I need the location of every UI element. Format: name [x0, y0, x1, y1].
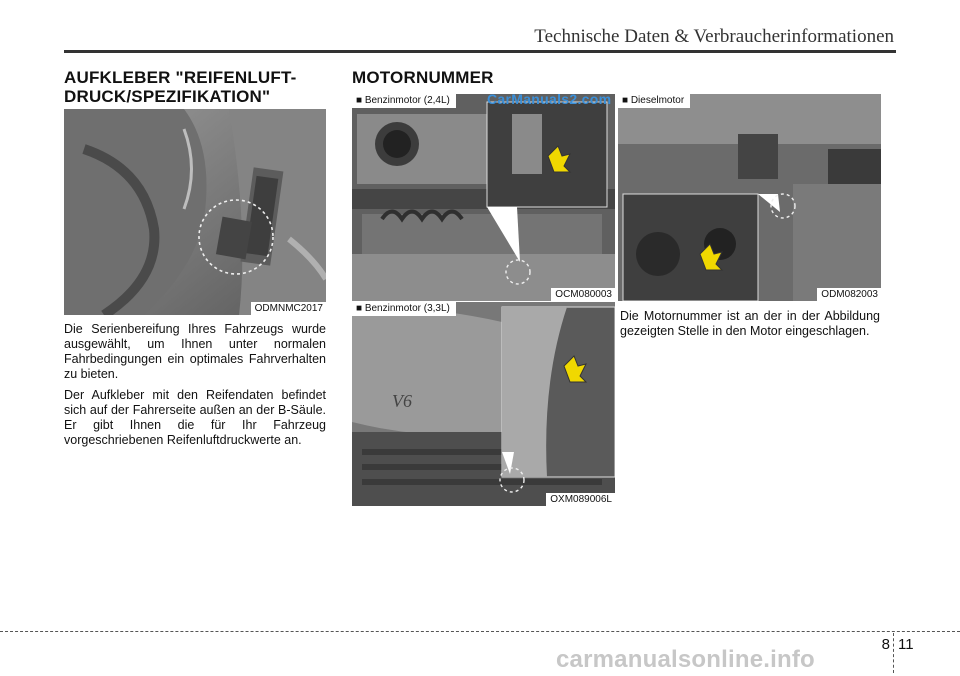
- photo-label: ■ Benzinmotor (3,3L): [352, 302, 456, 316]
- gasoline-3-3-engine-photo: V6 ■ Benzinmotor (3,3L) OXM089006L: [352, 302, 615, 506]
- door-pillar-illustration: [64, 109, 326, 315]
- watermark-bottom[interactable]: carmanualsonline.info: [556, 646, 815, 673]
- engine-number-section-title: MOTORNUMMER: [352, 68, 494, 87]
- engine-number-paragraph: Die Motornummer ist an der in der Abbild…: [620, 309, 880, 338]
- header-rule: [64, 50, 896, 53]
- page-divider: [893, 633, 894, 673]
- photo-code: ODM082003: [817, 288, 881, 301]
- diesel-engine-illustration: [618, 94, 881, 301]
- photo-label: ■ Benzinmotor (2,4L): [352, 94, 456, 108]
- photo-code: OCM080003: [551, 288, 615, 301]
- gasoline-2-4-engine-photo: ■ Benzinmotor (2,4L) OCM080003: [352, 94, 615, 301]
- svg-text:V6: V6: [392, 391, 412, 411]
- watermark-top[interactable]: CarManuals2.com: [487, 91, 612, 107]
- tire-paragraph-2: Der Aufkleber mit den Reifendaten befind…: [64, 388, 326, 447]
- photo-label: ■ Dieselmotor: [618, 94, 691, 108]
- photo-code: ODMNMC2017: [250, 302, 326, 315]
- page-number: 11: [898, 636, 914, 653]
- tire-label-photo: ODMNMC2017: [64, 109, 326, 315]
- engine-2-4-illustration: [352, 94, 615, 301]
- tire-paragraph-1: Die Serienbereifung Ihres Fahrzeugs wurd…: [64, 322, 326, 381]
- footer-rule: [0, 631, 960, 632]
- photo-code: OXM089006L: [546, 493, 615, 506]
- tire-label-section-title: AUFKLEBER "REIFENLUFT- DRUCK/SPEZIFIKATI…: [64, 68, 297, 106]
- engine-3-3-illustration: V6: [352, 302, 615, 506]
- tire-title-line1: AUFKLEBER "REIFENLUFT-: [64, 68, 297, 87]
- diesel-engine-photo: ■ Dieselmotor ODM082003: [618, 94, 881, 301]
- chapter-number: 8: [881, 636, 890, 653]
- header-title: Technische Daten & Verbraucherinformatio…: [534, 26, 894, 47]
- tire-title-line2: DRUCK/SPEZIFIKATION": [64, 87, 271, 106]
